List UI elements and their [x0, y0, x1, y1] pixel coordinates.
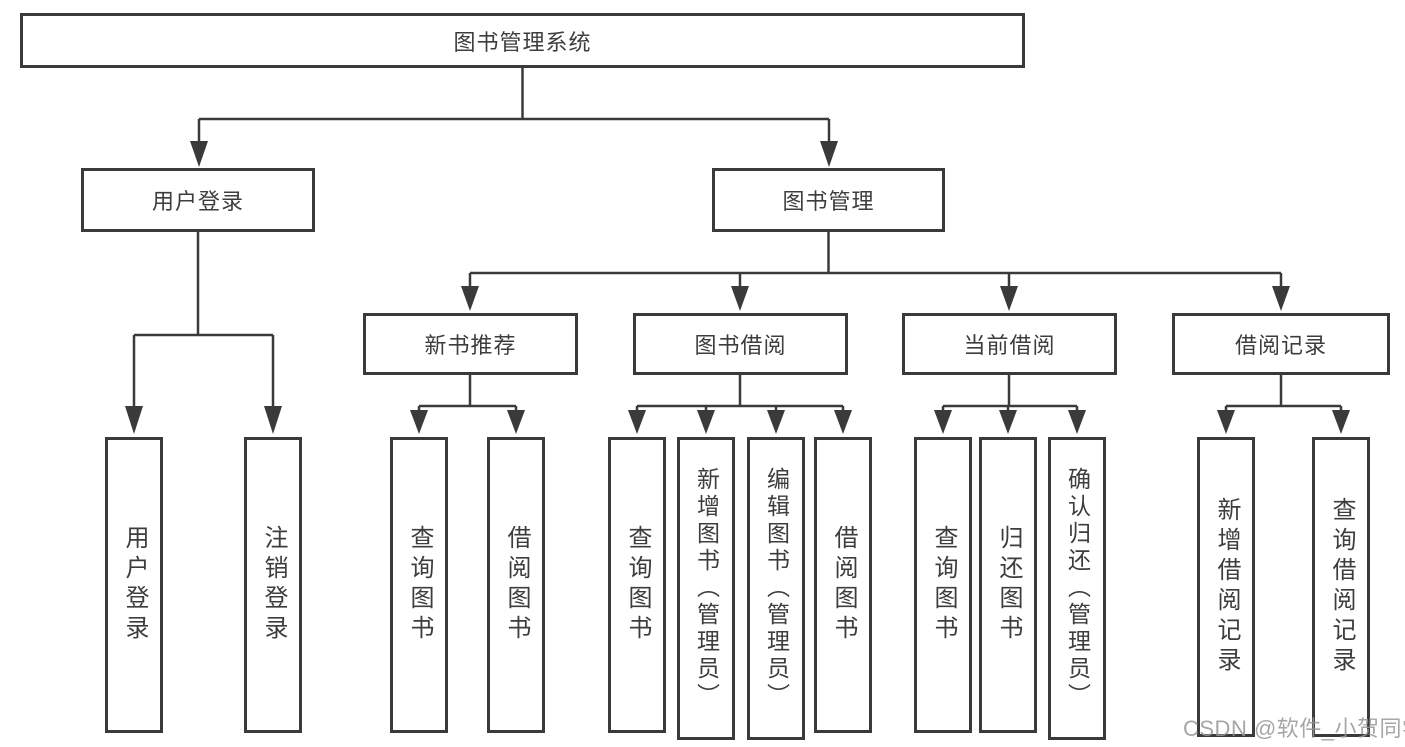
node-label: 图书管理 [782, 189, 875, 214]
connector-user-login [125, 232, 282, 434]
node-label: 当前借阅 [963, 333, 1056, 358]
node-label: 图书借阅 [694, 333, 787, 358]
node-label: 新书推荐 [424, 333, 517, 358]
node-label: 编辑图书（管理员） [763, 467, 790, 710]
node-label: 确认归还（管理员） [1064, 467, 1091, 710]
csdn-watermark: CSDN @软件_小贺同学 [1183, 716, 1405, 741]
node-label: 注销登录 [260, 525, 287, 645]
node-borrow-records: 借阅记录 [1172, 313, 1390, 375]
node-label: 用户登录 [151, 189, 244, 214]
node-label: 归还图书 [995, 525, 1022, 645]
node-book-management-system: 图书管理系统 [20, 13, 1025, 68]
node-label: 图书管理系统 [453, 29, 592, 55]
connector-root [190, 68, 838, 167]
connector-new-book-recommend [410, 375, 525, 434]
node-book-borrow: 图书借阅 [633, 313, 848, 375]
connector-book-borrow [628, 375, 852, 434]
node-label: 用户登录 [121, 525, 148, 645]
node-label: 查询借阅记录 [1328, 497, 1355, 677]
leaf-confirm-return-admin: 确认归还（管理员） [1048, 437, 1106, 740]
leaf-logout: 注销登录 [244, 437, 302, 733]
connector-book-management [461, 232, 1290, 311]
leaf-borrow-books: 借阅图书 [814, 437, 872, 733]
node-current-borrow: 当前借阅 [902, 313, 1117, 375]
node-label: 借阅图书 [830, 525, 857, 645]
leaf-return-books: 归还图书 [979, 437, 1037, 733]
leaf-add-book-admin: 新增图书（管理员） [677, 437, 735, 740]
leaf-query-books-current: 查询图书 [914, 437, 972, 733]
node-book-management: 图书管理 [712, 168, 945, 232]
node-new-book-recommend: 新书推荐 [363, 313, 578, 375]
connector-current-borrow [934, 375, 1086, 434]
leaf-query-books-recommend: 查询图书 [390, 437, 448, 733]
leaf-borrow-books-recommend: 借阅图书 [487, 437, 545, 733]
node-label: 新增借阅记录 [1213, 497, 1240, 677]
node-label: 查询图书 [406, 525, 433, 645]
leaf-query-books-borrow: 查询图书 [608, 437, 666, 733]
leaf-edit-book-admin: 编辑图书（管理员） [747, 437, 805, 740]
connector-borrow-records [1217, 375, 1350, 434]
node-user-login: 用户登录 [81, 168, 315, 232]
node-label: 借阅记录 [1234, 333, 1327, 358]
node-label: 查询图书 [624, 525, 651, 645]
node-label: 查询图书 [930, 525, 957, 645]
leaf-add-borrow-record: 新增借阅记录 [1197, 437, 1255, 737]
node-label: 新增图书（管理员） [693, 467, 720, 710]
leaf-user-login: 用户登录 [105, 437, 163, 733]
node-label: 借阅图书 [503, 525, 530, 645]
leaf-query-borrow-record: 查询借阅记录 [1312, 437, 1370, 737]
